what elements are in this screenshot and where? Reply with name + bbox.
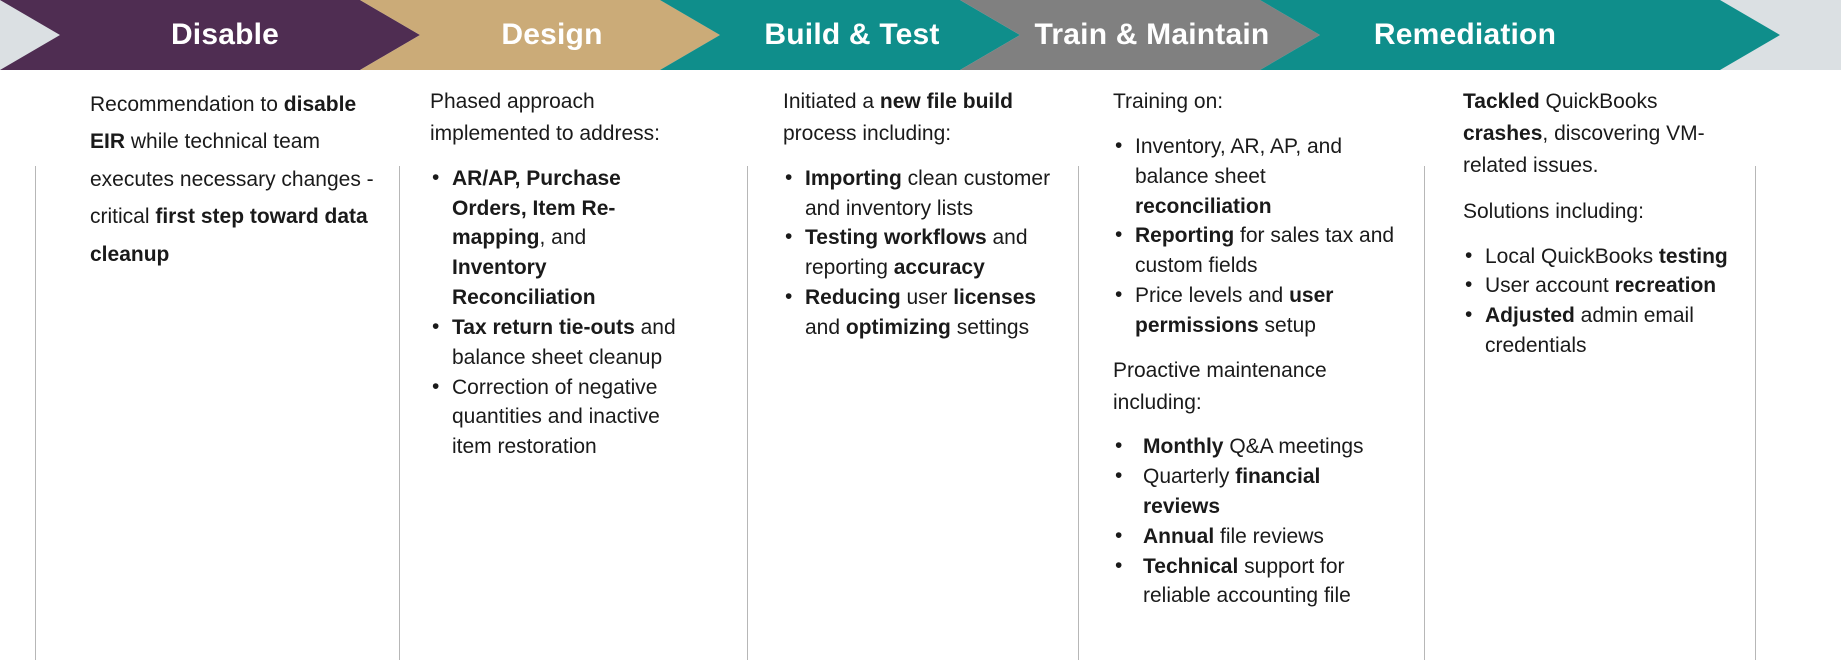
column-intro: Phased approach implemented to address: [430,90,660,145]
bullet-item: Technical support for reliable accountin… [1113,551,1395,612]
bullet-item: AR/AP, Purchase Orders, Item Re-mapping,… [430,163,685,313]
bullet-item: Local QuickBooks testing [1463,241,1745,272]
column-bullets-secondary: Monthly Q&A meetingsQuarterly financial … [1113,431,1395,612]
phase-chevron-build-and-test[interactable]: Build & Test [660,0,1020,70]
bullet-item: User account recreation [1463,270,1745,301]
column-divider [1424,166,1425,660]
phase-chevron-remediation[interactable]: Remediation [1260,0,1780,70]
column-disable: Recommendation to disable EIR while tech… [35,70,385,273]
column-intro: Initiated a new file build process inclu… [783,90,1013,145]
phase-chevron-design[interactable]: Design [360,0,720,70]
column-intro-secondary: Proactive maintenance including: [1113,358,1327,414]
phase-label: Disable [170,18,280,51]
phase-banner: Disable Design Build & Test Train & Main… [0,0,1841,70]
bullet-item: Inventory, AR, AP, and balance sheet rec… [1113,131,1395,221]
column-divider [1755,166,1756,660]
column-divider [747,166,748,660]
column-intro-secondary: Solutions including: [1463,199,1644,223]
phase-label: Train & Maintain [1034,18,1270,51]
column-build-and-test: Initiated a new file build process inclu… [765,70,1055,357]
phase-label: Build & Test [764,18,940,51]
bullet-item: Price levels and user permissions setup [1113,280,1395,341]
column-train-and-maintain: Training on: Inventory, AR, AP, and bala… [1095,70,1395,625]
phase-label: Remediation [1373,18,1557,51]
column-bullets: Importing clean customer and inventory l… [783,163,1055,343]
column-design: Phased approach implemented to address: … [400,70,685,476]
bullet-item: Reporting for sales tax and custom field… [1113,220,1395,281]
column-divider [35,166,36,660]
phase-detail-columns: Recommendation to disable EIR while tech… [0,70,1841,660]
column-divider [399,166,400,660]
column-bullets: AR/AP, Purchase Orders, Item Re-mapping,… [430,163,685,462]
bullet-item: Correction of negative quantities and in… [430,371,685,462]
bullet-item: Annual file reviews [1113,521,1395,552]
bullet-item: Monthly Q&A meetings [1113,431,1395,462]
column-remediation: Tackled QuickBooks crashes, discovering … [1445,70,1745,375]
column-intro: Training on: [1113,90,1224,113]
bullet-item: Testing workflows and reporting accuracy [783,222,1055,283]
column-bullets-secondary: Local QuickBooks testingUser account rec… [1463,241,1745,361]
bullet-item: Tax return tie-outs and balance sheet cl… [430,312,685,373]
column-intro: Tackled QuickBooks crashes, discovering … [1463,90,1705,177]
column-divider [1078,166,1079,660]
phase-label: Design [501,18,603,51]
bullet-item: Importing clean customer and inventory l… [783,163,1055,224]
bullet-item: Adjusted admin email credentials [1463,300,1745,361]
bullet-item: Reducing user licenses and optimizing se… [783,282,1055,343]
phase-chevron-train-and-maintain[interactable]: Train & Maintain [960,0,1320,70]
column-intro: Recommendation to disable EIR while tech… [90,93,374,266]
bullet-item: Quarterly financial reviews [1113,461,1395,522]
column-bullets: Inventory, AR, AP, and balance sheet rec… [1113,131,1395,341]
phase-chevron-disable[interactable]: Disable [0,0,420,70]
